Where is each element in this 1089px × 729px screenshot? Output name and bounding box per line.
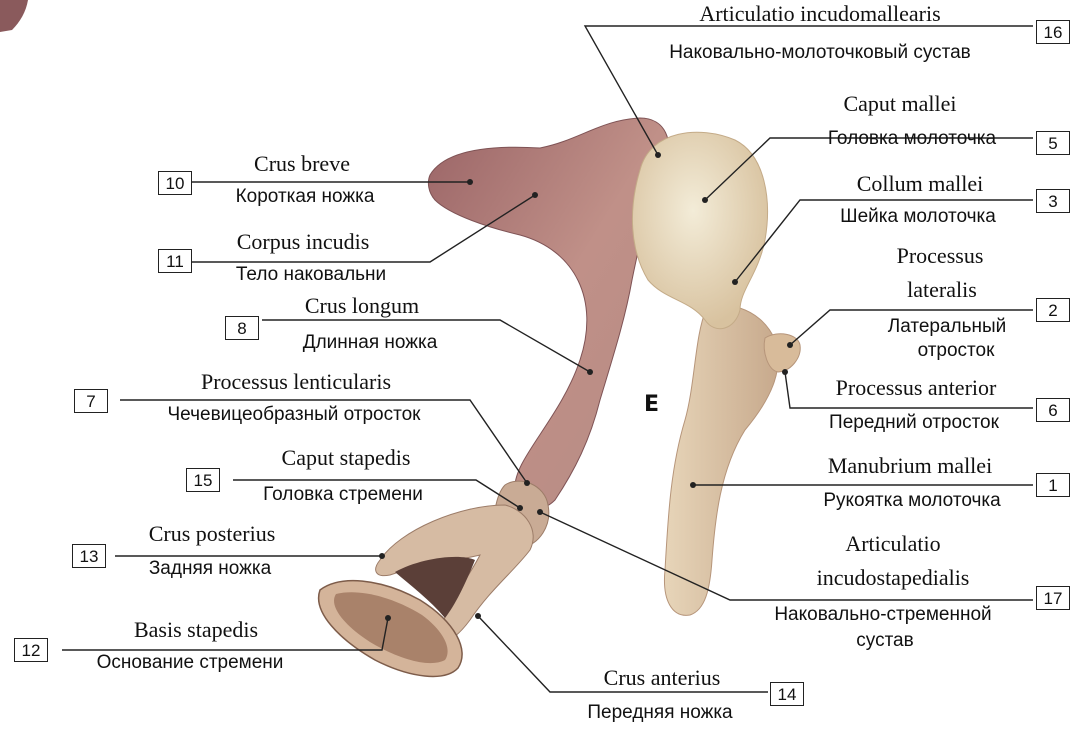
label-1-russian: Рукоятка молоточка — [823, 490, 1000, 512]
label-1-number: 1 — [1036, 473, 1070, 497]
label-2-latin-1: Processus — [897, 244, 984, 268]
stapes-base-inner — [334, 592, 448, 663]
label-5-latin: Caput mallei — [843, 92, 956, 116]
label-17-number: 17 — [1036, 586, 1070, 610]
label-12-russian: Основание стремени — [97, 652, 284, 674]
corner-fragment — [0, 0, 28, 32]
label-14-number: 14 — [770, 682, 804, 706]
label-3-russian: Шейка молоточка — [840, 206, 996, 228]
label-17-latin-1: Articulatio — [845, 532, 940, 556]
label-16-russian: Наковально-молоточковый сустав — [669, 42, 971, 64]
label-16-number: 16 — [1036, 20, 1070, 44]
processus-lateralis-shape — [764, 334, 800, 372]
incus-body — [428, 118, 668, 509]
label-15-russian: Головка стремени — [263, 484, 423, 506]
label-6-number: 6 — [1036, 398, 1070, 422]
label-3-number: 3 — [1036, 189, 1070, 213]
label-13-number: 13 — [72, 544, 106, 568]
label-11-russian: Тело наковальни — [236, 264, 386, 286]
label-7-russian: Чечевицеобразный отросток — [168, 404, 421, 426]
label-6-russian: Передний отросток — [829, 412, 999, 434]
label-2-russian-2: отросток — [918, 340, 995, 362]
label-13-latin: Crus posterius — [149, 522, 276, 546]
label-5-number: 5 — [1036, 131, 1070, 155]
label-11-number: 11 — [158, 249, 192, 273]
label-11-latin: Corpus incudis — [237, 230, 370, 254]
label-6-latin: Processus anterior — [836, 376, 997, 400]
label-8-number: 8 — [225, 316, 259, 340]
label-10-russian: Короткая ножка — [236, 186, 375, 208]
label-10-latin: Crus breve — [254, 152, 350, 176]
label-12-number: 12 — [14, 638, 48, 662]
label-15-latin: Caput stapedis — [282, 446, 411, 470]
label-17-russian-2: сустав — [856, 630, 913, 652]
label-2-russian-1: Латеральный — [888, 316, 1007, 338]
center-letter: E — [644, 392, 659, 417]
label-5-russian: Головка молоточка — [828, 128, 996, 150]
label-17-latin-2: incudostapedialis — [817, 566, 970, 590]
label-15-number: 15 — [186, 468, 220, 492]
label-7-number: 7 — [74, 389, 108, 413]
label-1-latin: Manubrium mallei — [828, 454, 992, 478]
label-17-russian-1: Наковально-стременной — [774, 604, 991, 626]
label-16-latin: Articulatio incudomallearis — [699, 2, 940, 26]
malleus-manubrium — [664, 305, 778, 615]
label-7-latin: Processus lenticularis — [201, 370, 391, 394]
label-14-russian: Передняя ножка — [587, 702, 732, 724]
label-12-latin: Basis stapedis — [134, 618, 258, 642]
label-2-latin-2: lateralis — [907, 278, 977, 302]
label-2-number: 2 — [1036, 298, 1070, 322]
label-8-latin: Crus longum — [305, 294, 419, 318]
label-14-latin: Crus anterius — [604, 666, 721, 690]
label-3-latin: Collum mallei — [857, 172, 984, 196]
label-8-russian: Длинная ножка — [303, 332, 438, 354]
label-13-russian: Задняя ножка — [149, 558, 271, 580]
malleus-head — [632, 132, 767, 328]
label-10-number: 10 — [158, 171, 192, 195]
